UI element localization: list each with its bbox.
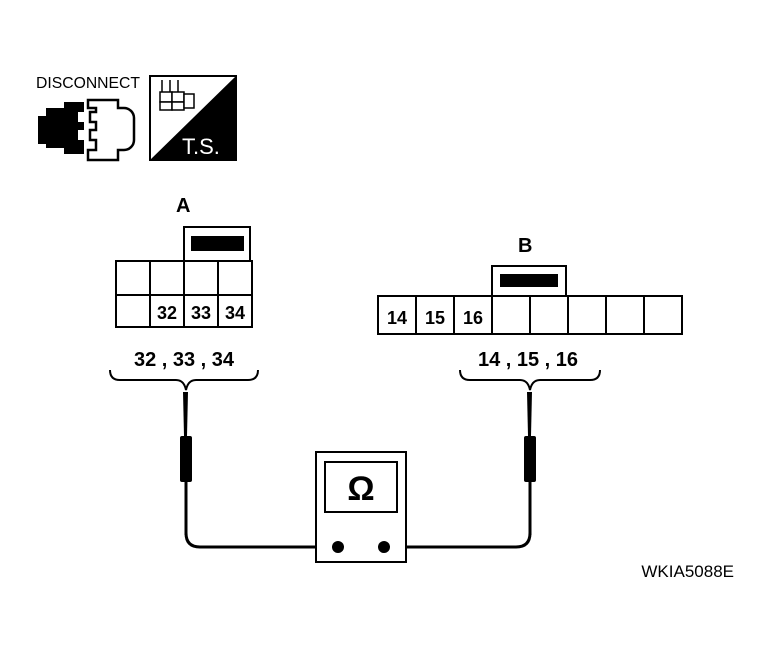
connector-b-brace [459,369,601,391]
ohmmeter-icon: Ω [315,451,407,563]
ts-label: T.S. [182,134,220,159]
connector-a: A 32 33 34 32 , 33 , 34 [109,195,259,391]
lead-wire-left [184,532,338,549]
lead-wire-right [384,532,532,549]
disconnect-indicator: DISCONNECT [36,75,140,162]
terminal-side-indicator: T.S. [149,75,237,161]
meter-terminal-left [332,541,344,553]
terminal-a-33: 33 [191,303,211,323]
meter-terminal-right [378,541,390,553]
connector-a-brace [109,369,259,391]
terminal-b-14: 14 [387,308,407,328]
probe-right [524,392,536,535]
terminal-a-32: 32 [157,303,177,323]
terminal-b-16: 16 [463,308,483,328]
terminal-b-15: 15 [425,308,445,328]
disconnect-label: DISCONNECT [36,75,140,92]
connector-b-caption: 14 , 15 , 16 [478,349,578,371]
meter-display [324,461,398,513]
connector-b: B 14 15 16 14 , 15 , 16 [377,235,683,391]
connector-a-caption: 32 , 33 , 34 [134,349,235,371]
meter-symbol: Ω [347,470,374,508]
figure-code: WKIA5088E [641,562,734,581]
disconnect-connector-icon [38,98,136,162]
terminal-a-34: 34 [225,303,245,323]
terminal-side-icon [149,75,237,161]
probe-left [180,392,192,535]
connector-a-label: A [176,195,190,217]
connector-b-label: B [518,235,532,257]
